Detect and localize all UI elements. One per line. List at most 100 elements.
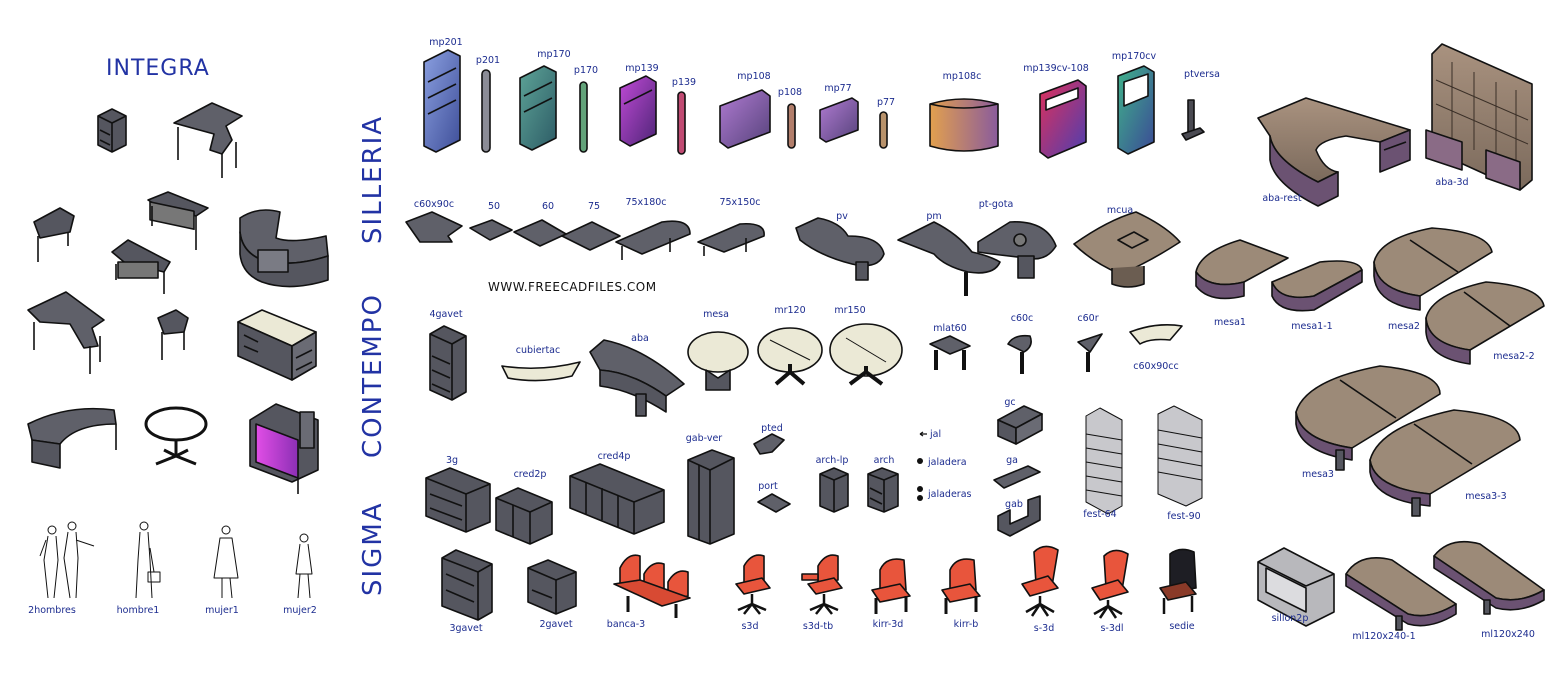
sigma-port (757, 493, 791, 513)
panel-mp201 (423, 49, 461, 153)
label-s-3d: s-3d (1033, 623, 1055, 634)
label-4gavet: 4gavet (429, 309, 463, 320)
sillon2p-sofa (1257, 547, 1335, 627)
jal-arrow-icon (919, 431, 927, 437)
sigma-gab-ver-cabinet (687, 449, 735, 545)
label-c60r: c60r (1077, 313, 1099, 324)
sigma-cred2p-cabinet (495, 487, 553, 545)
sigma-ga (993, 465, 1041, 489)
integra-small-pedestal (157, 309, 189, 360)
ml120x240-table (1433, 540, 1545, 615)
sigma-cred4p-cabinet (569, 463, 665, 535)
integra-cabinet (97, 108, 127, 153)
contempo-mr150-table (829, 323, 903, 386)
label-sedie: sedie (1169, 621, 1195, 632)
label-p108: p108 (777, 87, 803, 98)
sigma-3g-cabinet (425, 467, 491, 533)
mesa1-table (1195, 239, 1289, 300)
sigma-2gavet-cabinet (527, 559, 577, 615)
sigma-fest64-shelf (1085, 407, 1123, 515)
chair-s3d (735, 554, 771, 615)
label-mesa3-3: mesa3-3 (1465, 491, 1507, 502)
label-3gavet: 3gavet (449, 623, 483, 634)
label-p201: p201 (475, 55, 501, 66)
jaladera-dot (917, 458, 923, 464)
label-mujer2: mujer2 (283, 605, 317, 616)
contempo-mesa-table (687, 331, 749, 391)
label-mesa2-2: mesa2-2 (1493, 351, 1535, 362)
panel-mp108c (929, 98, 999, 152)
contempo-c60r-table (1077, 333, 1103, 372)
integra-small-table (33, 207, 75, 262)
label-mp201: mp201 (429, 37, 463, 48)
post-p77 (879, 111, 888, 149)
label-s-3dl: s-3dl (1100, 623, 1124, 634)
label-jaladeras: jaladeras (928, 489, 972, 500)
people-figures (39, 521, 313, 599)
label-mp139: mp139 (625, 63, 659, 74)
label-mcua: mcua (1106, 205, 1134, 216)
panel-mp108 (719, 89, 771, 149)
label-banca-3: banca-3 (606, 619, 646, 630)
label-ga: ga (1006, 455, 1018, 466)
contempo-mr120-table (757, 327, 823, 386)
label-mesa2: mesa2 (1388, 321, 1420, 332)
mesa2-2-table (1425, 281, 1545, 365)
contempo-mlat60-table (929, 335, 971, 370)
label-cred2p: cred2p (513, 469, 547, 480)
contempo-4gavet-cabinet (429, 325, 467, 401)
chair-s-3dl (1091, 549, 1129, 619)
integra-desk-corner (173, 102, 243, 178)
integra-desk-mesh-2 (111, 239, 171, 294)
integra-reception-desk (239, 209, 329, 288)
label-75: 75 (587, 201, 601, 212)
mesa2-table (1373, 227, 1493, 311)
label-mr150: mr150 (834, 305, 866, 316)
integra-executive-desk (237, 309, 317, 381)
label-mp108: mp108 (737, 71, 771, 82)
label-s3d-tb: s3d-tb (802, 621, 834, 632)
label-kirr-b: kirr-b (953, 619, 979, 630)
aba-3d-unit (1425, 43, 1533, 191)
website-url: WWW.FREECADFILES.COM (488, 280, 657, 294)
label-aba: aba (631, 333, 649, 344)
contempo-cubiertac (501, 361, 581, 382)
label-gab-ver: gab-ver (685, 433, 723, 444)
panel-mp77 (819, 97, 859, 143)
mesa3-3-table (1369, 409, 1521, 517)
jaladeras-dot-2 (917, 495, 923, 501)
label-fest-64: fest-64 (1083, 509, 1117, 520)
label-c60x90c: c60x90c (413, 199, 455, 210)
label-ptversa: ptversa (1184, 69, 1220, 80)
label-mp170: mp170 (537, 49, 571, 60)
label-jal: jal (930, 429, 942, 440)
contempo-c60c-table (1007, 334, 1032, 374)
integra-l-desk (27, 291, 105, 374)
label-mesa3: mesa3 (1302, 469, 1334, 480)
label-mr120: mr120 (774, 305, 806, 316)
label-fest-90: fest-90 (1167, 511, 1201, 522)
label-pv: pv (836, 211, 848, 222)
panel-ptversa (1181, 99, 1205, 141)
panel-mp170cv (1117, 65, 1155, 155)
label-mp108c: mp108c (942, 71, 982, 82)
chair-banca-3 (613, 554, 691, 618)
contempo-c60x90cc-table (1129, 324, 1183, 345)
sigma-arch (867, 467, 899, 513)
panel-mp139 (619, 75, 657, 147)
label-p139: p139 (671, 77, 697, 88)
sigma-3gavet-cabinet (441, 549, 493, 621)
integra-workstation-panel (249, 403, 319, 494)
jaladeras-dot-1 (917, 486, 923, 492)
table-c60x90c (405, 211, 463, 243)
chair-kirr-b (941, 558, 981, 614)
sigma-pted (753, 433, 785, 455)
mesa1-1-table (1271, 260, 1363, 312)
sigma-arch-lp (819, 467, 849, 513)
label-mesa: mesa (703, 309, 729, 320)
table-pv (795, 217, 885, 281)
label-pted: pted (761, 423, 783, 434)
label-3g: 3g (445, 455, 459, 466)
woman-figure-2 (295, 533, 313, 599)
